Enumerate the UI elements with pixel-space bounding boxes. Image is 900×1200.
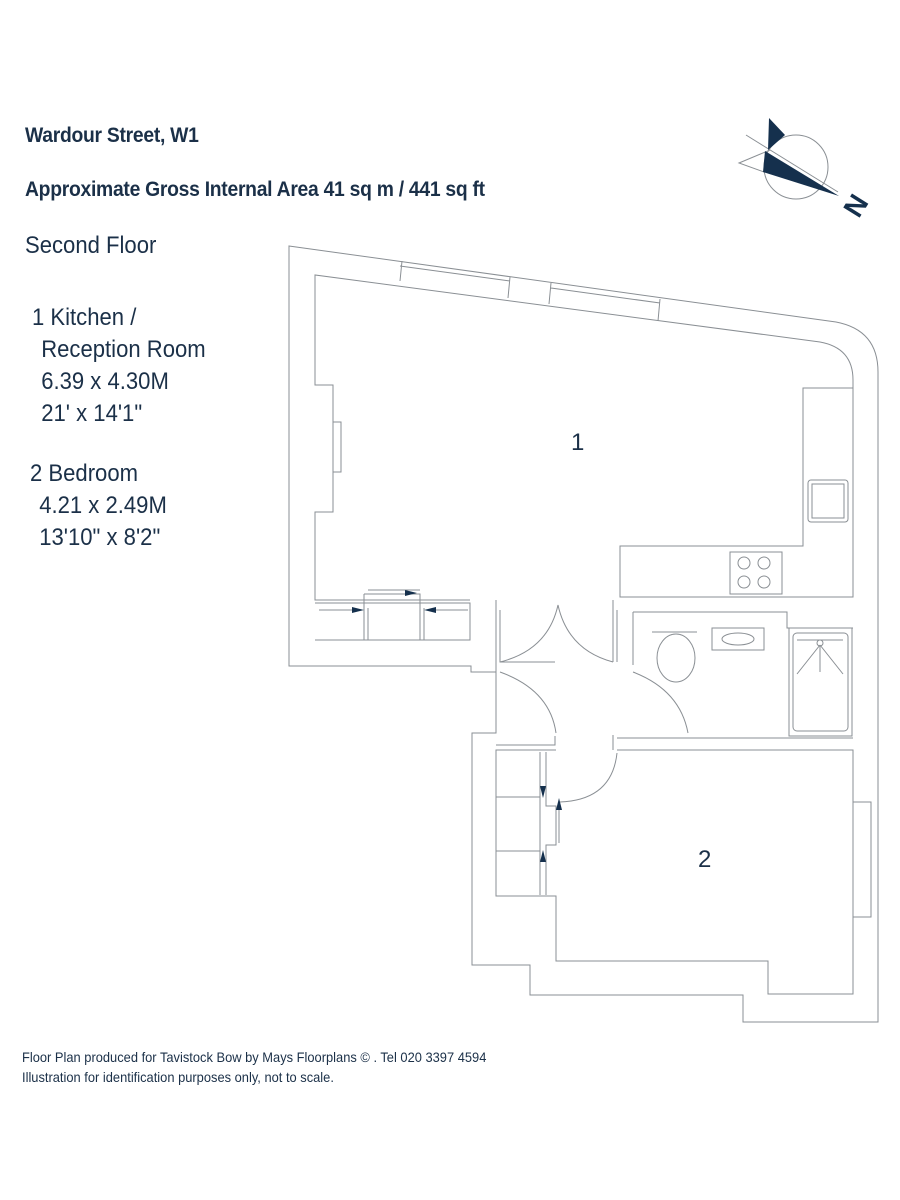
toilet-icon — [656, 633, 696, 683]
hallway — [495, 600, 689, 803]
room-metric-size: 4.21 x 2.49M — [39, 492, 167, 519]
room-legend-kitchen-reception: 1 Kitchen / Reception Room 6.39 x 4.30M … — [32, 302, 206, 430]
fireplace — [332, 421, 342, 473]
window-bedroom — [852, 801, 872, 918]
bathroom-door[interactable] — [632, 671, 689, 734]
window-top — [399, 260, 661, 322]
wardrobe-room-1 — [315, 589, 471, 641]
bathroom — [617, 611, 853, 739]
footer-credit: Floor Plan produced for Tavistock Bow by… — [22, 1049, 487, 1065]
gross-internal-area: Approximate Gross Internal Area 41 sq m … — [25, 178, 485, 201]
footer-disclaimer: Illustration for identification purposes… — [22, 1069, 334, 1085]
room-2-label: 2 — [698, 846, 711, 873]
property-title: Wardour Street, W1 — [25, 124, 199, 147]
room-imperial-size: 13'10" x 8'2" — [39, 524, 161, 551]
bedroom-door[interactable] — [559, 752, 618, 803]
hob-icon — [729, 551, 783, 595]
outer-wall — [288, 245, 879, 1023]
room-name: 2 Bedroom — [30, 460, 139, 487]
room-2-wall — [495, 749, 854, 995]
room-metric-size: 6.39 x 4.30M — [41, 368, 169, 395]
room-legend-bedroom: 2 Bedroom 4.21 x 2.49M 13'10" x 8'2" — [30, 458, 167, 554]
basin-icon — [711, 627, 765, 651]
compass-icon: N — [737, 118, 874, 223]
room-1-label: 1 — [571, 429, 584, 456]
wardrobe-bedroom — [496, 752, 562, 895]
sink-icon — [807, 479, 849, 523]
room-imperial-size: 21' x 14'1" — [41, 400, 143, 427]
floor-name: Second Floor — [25, 232, 157, 259]
door-swing[interactable] — [499, 671, 557, 734]
room-1-wall — [314, 274, 854, 601]
compass-north-label: N — [837, 189, 874, 223]
room-name: 1 Kitchen / — [32, 304, 137, 331]
room-name-cont: Reception Room — [41, 336, 206, 363]
shower-icon — [788, 627, 853, 737]
sink-bowl — [811, 483, 845, 519]
double-door[interactable] — [499, 604, 614, 663]
